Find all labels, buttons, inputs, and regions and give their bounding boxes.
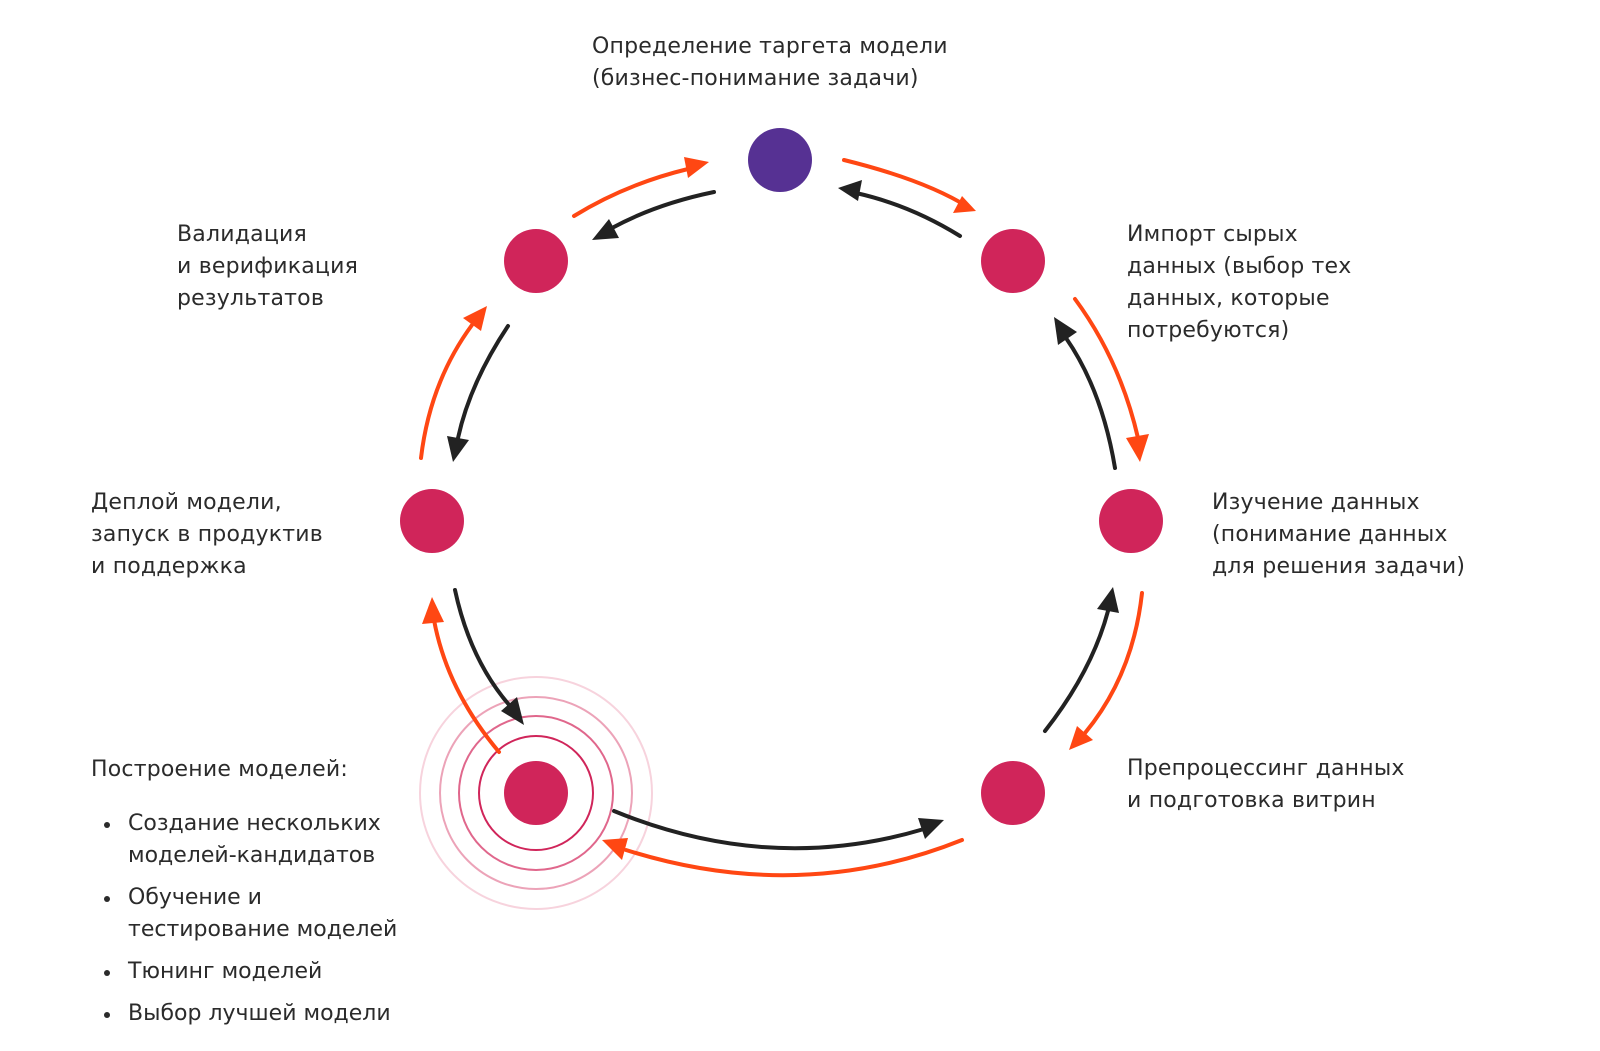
backward-arrow-3 <box>1043 609 1110 733</box>
node-deploy <box>400 489 464 553</box>
active-stage-ripple <box>419 676 653 910</box>
forward-arrowhead-1 <box>953 196 976 213</box>
forward-arrow-4 <box>624 838 964 878</box>
stage-label-line: данных (выбор тех <box>1127 254 1352 279</box>
backward-arrow-6 <box>456 324 510 440</box>
forward-arrow-7 <box>572 167 690 218</box>
backward-arrowhead-6 <box>447 436 469 462</box>
stage-label-line: результатов <box>177 286 324 311</box>
arrow-pair-explore-preprocess <box>1043 587 1144 750</box>
forward-arrowhead-5 <box>422 597 444 624</box>
arrow-pair-build-deploy <box>422 588 524 754</box>
arrow-pair-build-preprocess <box>602 809 964 878</box>
stage-label-line: Построение моделей: <box>91 757 348 782</box>
list-item: Обучение и тестирование моделей <box>104 882 397 946</box>
stage-label-validate: Валидация и верификация результатов <box>177 219 358 315</box>
backward-arrowhead-4 <box>918 818 944 839</box>
list-item: Выбор лучшей модели <box>104 998 397 1030</box>
forward-arrow-1 <box>842 158 970 209</box>
forward-arrowhead-7 <box>684 157 709 178</box>
backward-arrowhead-2 <box>1054 317 1077 345</box>
stage-label-line: и поддержка <box>91 554 247 579</box>
stage-label-preprocess: Препроцессинг данных и подготовка витрин <box>1127 753 1405 817</box>
list-item-line: Создание нескольких <box>128 811 381 836</box>
stage-label-line: Изучение данных <box>1212 490 1420 515</box>
forward-arrow-6 <box>419 323 474 460</box>
forward-arrow-3 <box>1083 591 1144 735</box>
forward-arrowhead-2 <box>1126 434 1149 462</box>
backward-arrowhead-3 <box>1097 587 1119 613</box>
stage-label-explore: Изучение данных (понимание данных для ре… <box>1212 487 1465 583</box>
forward-arrow-2 <box>1073 297 1140 440</box>
backward-arrow-4 <box>612 809 926 851</box>
stage-label-line: Деплой модели, <box>91 490 282 515</box>
node-import <box>981 229 1045 293</box>
forward-arrowhead-6 <box>463 306 487 331</box>
arrow-pair-validate-target <box>572 157 716 240</box>
node-explore <box>1099 489 1163 553</box>
stage-label-line: запуск в продуктив <box>91 522 323 547</box>
stage-label-line: для решения задачи) <box>1212 554 1466 579</box>
stage-label-line: (бизнес-понимание задачи) <box>592 66 919 91</box>
arrow-pair-import-explore <box>1054 297 1149 470</box>
stage-label-line: потребуются) <box>1127 318 1290 343</box>
bullet-dot <box>104 970 110 976</box>
backward-arrow-5 <box>453 588 512 708</box>
stage-label-line: Импорт сырых <box>1127 222 1298 247</box>
forward-arrow-5 <box>432 618 501 754</box>
backward-arrowhead-1 <box>838 180 862 201</box>
backward-arrow-7 <box>610 190 716 230</box>
node-preprocess <box>981 761 1045 825</box>
list-item-line: моделей-кандидатов <box>128 843 376 868</box>
arrow-pair-deploy-validate <box>419 306 510 462</box>
list-item-line: Выбор лучшей модели <box>128 1001 391 1026</box>
arrow-pair-target-import <box>838 158 976 238</box>
stage-label-line: и верификация <box>177 254 359 279</box>
stage-label-import: Импорт сырых данных (выбор тех данных, к… <box>1127 219 1352 347</box>
node-build <box>504 761 568 825</box>
stage-label-line: Валидация <box>177 222 307 247</box>
bullet-dot <box>104 1012 110 1018</box>
backward-arrow-2 <box>1064 336 1117 470</box>
stage-label-line: Определение таргета модели <box>592 34 948 59</box>
stage-label-deploy: Деплой модели, запуск в продуктив и подд… <box>91 487 323 583</box>
stage-label-build-title: Построение моделей: <box>91 754 348 786</box>
list-item: Создание нескольких моделей-кандидатов <box>104 808 397 872</box>
build-steps-list: Создание нескольких моделей-кандидатов О… <box>104 808 397 1040</box>
bullet-dot <box>104 822 110 828</box>
stage-label-line: Препроцессинг данных <box>1127 756 1405 781</box>
node-validate <box>504 229 568 293</box>
forward-arrowhead-3 <box>1069 726 1093 750</box>
list-item: Тюнинг моделей <box>104 956 397 988</box>
list-item-line: Тюнинг моделей <box>128 959 323 984</box>
list-item-line: тестирование моделей <box>128 917 398 942</box>
list-item-line: Обучение и <box>128 885 262 910</box>
stage-label-line: и подготовка витрин <box>1127 788 1376 813</box>
bullet-dot <box>104 896 110 902</box>
forward-arrowhead-4 <box>602 838 628 860</box>
node-target <box>748 128 812 192</box>
backward-arrow-1 <box>854 191 962 238</box>
stage-label-target: Определение таргета модели (бизнес-поним… <box>592 31 948 95</box>
backward-arrowhead-5 <box>501 697 524 725</box>
backward-arrowhead-7 <box>592 219 619 240</box>
stage-label-line: (понимание данных <box>1212 522 1448 547</box>
stage-label-line: данных, которые <box>1127 286 1330 311</box>
